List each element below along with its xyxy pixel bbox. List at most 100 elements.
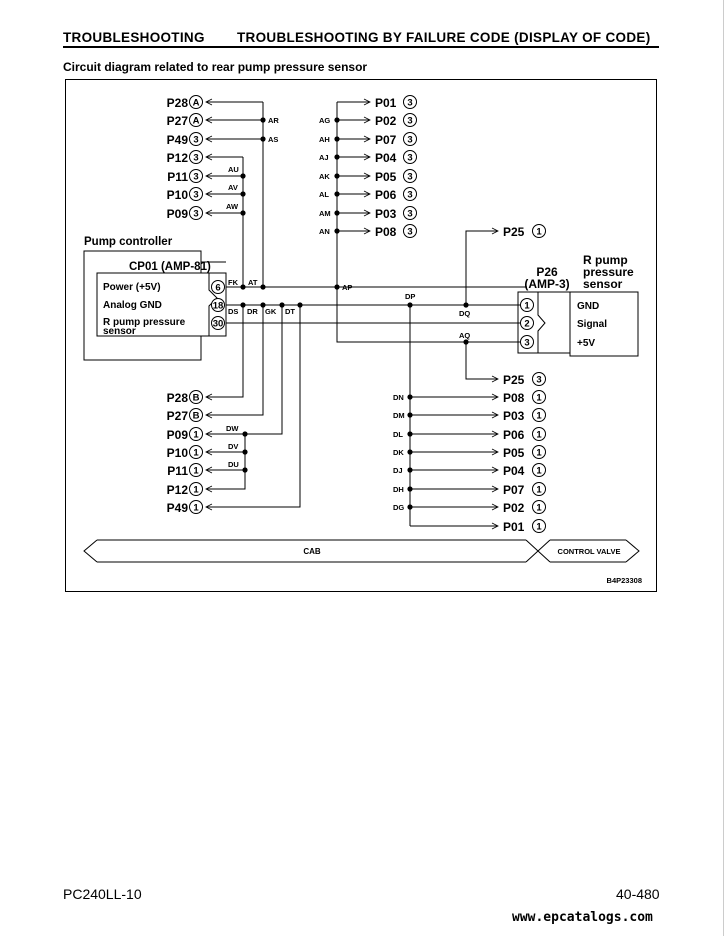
pin-circle	[189, 408, 203, 422]
controller-title: Pump controller	[84, 236, 173, 248]
arrow-head	[491, 430, 499, 438]
connector-label: P03	[503, 409, 525, 423]
connector-label: P08	[375, 225, 397, 239]
pin-number: 3	[407, 135, 412, 146]
pin-circle	[403, 132, 417, 146]
pin-number: 3	[193, 153, 198, 164]
header-title: TROUBLESHOOTING BY FAILURE CODE (DISPLAY…	[237, 30, 651, 45]
pin-circle	[532, 445, 546, 459]
pin-number: 3	[193, 172, 198, 183]
pin-circle	[403, 169, 417, 183]
pin-number: 3	[407, 190, 412, 201]
pin-circle	[520, 335, 534, 349]
pin-circle	[211, 298, 225, 312]
connector-label: P04	[503, 464, 525, 478]
pin-circle	[189, 187, 203, 201]
pin-label: Analog GND	[103, 300, 162, 311]
pin-number: 1	[536, 430, 542, 441]
pin-label: R pump pressure	[103, 317, 186, 328]
wire	[206, 434, 246, 490]
arrow-head	[363, 227, 371, 235]
pin-number: 3	[407, 116, 412, 127]
pin-circle	[403, 150, 417, 164]
pin-circle	[189, 427, 203, 441]
connector-label: P28	[167, 391, 189, 405]
pin-circle	[403, 224, 417, 238]
splice-label: DJ	[393, 466, 403, 475]
arrow-head	[491, 375, 499, 383]
splice-dot	[407, 431, 413, 437]
wire	[206, 305, 264, 416]
pin-circle	[520, 298, 534, 312]
connector-label: P10	[167, 446, 189, 460]
splice-label: AK	[319, 172, 330, 181]
connector-label: P11	[167, 170, 188, 184]
zone-control-valve-label: CONTROL VALVE	[558, 547, 621, 556]
connector-label: P01	[375, 96, 397, 110]
drawing-id: B4P23308	[607, 576, 642, 585]
watermark: www.epcatalogs.com	[512, 910, 653, 925]
splice-label: DL	[393, 430, 403, 439]
pin-circle	[532, 224, 546, 238]
connector-label: P12	[167, 483, 189, 497]
pin-number: 1	[536, 227, 542, 238]
pin-number: A	[193, 116, 200, 127]
pin-circle	[532, 408, 546, 422]
pin-number: 3	[407, 153, 412, 164]
pin-number: 3	[536, 375, 541, 386]
pin-circle	[403, 113, 417, 127]
pin-circle	[403, 95, 417, 109]
pin-circle	[211, 316, 225, 330]
splice-label: DT	[285, 307, 295, 316]
connector-label: P11	[167, 464, 188, 478]
splice-label: DW	[226, 424, 239, 433]
connector-label: P07	[375, 133, 397, 147]
pin-label: sensor	[103, 326, 136, 337]
connector-label: P49	[167, 133, 189, 147]
connector-label: P09	[167, 428, 189, 442]
footer-page: 40-480	[616, 886, 660, 902]
connector-label: P05	[375, 170, 397, 184]
arrow-head	[363, 209, 371, 217]
pin-number: 1	[193, 430, 199, 441]
pin-circle	[189, 445, 203, 459]
splice-label: DP	[405, 292, 415, 301]
splice-label: AT	[248, 278, 258, 287]
pin-label: Power (+5V)	[103, 282, 161, 293]
pin-number: 1	[536, 466, 542, 477]
splice-dot	[463, 339, 469, 345]
connector-label: P06	[375, 188, 397, 202]
pin-number: 3	[193, 135, 198, 146]
splice-label: AP	[342, 283, 352, 292]
wire	[206, 305, 301, 508]
splice-label: AM	[319, 209, 331, 218]
splice-label: DU	[228, 460, 239, 469]
zone-arrow	[83, 539, 98, 563]
splice-label: DM	[393, 411, 405, 420]
connector-label: P12	[167, 151, 189, 165]
splice-label: AV	[228, 183, 238, 192]
wire	[465, 342, 498, 380]
pin-circle	[211, 280, 225, 294]
splice-dot	[260, 136, 266, 142]
pin-number: 1	[536, 485, 542, 496]
pin-number: 1	[193, 485, 199, 496]
connector-label: P25	[503, 225, 525, 239]
splice-label: AS	[268, 135, 278, 144]
splice-dot	[407, 412, 413, 418]
splice-label: DG	[393, 503, 404, 512]
connector-label: P04	[375, 151, 397, 165]
splice-dot	[260, 117, 266, 123]
splice-dot	[463, 302, 469, 308]
splice-dot	[240, 191, 246, 197]
splice-label: GK	[265, 307, 277, 316]
pin-circle	[189, 500, 203, 514]
splice-label: AN	[319, 227, 330, 236]
arrow-head	[363, 135, 371, 143]
pin-number: 1	[193, 466, 199, 477]
splice-label: DV	[228, 442, 238, 451]
pin-circle	[403, 187, 417, 201]
arrow-head	[363, 190, 371, 198]
arrow-head	[491, 503, 499, 511]
splice-label: AG	[319, 116, 330, 125]
